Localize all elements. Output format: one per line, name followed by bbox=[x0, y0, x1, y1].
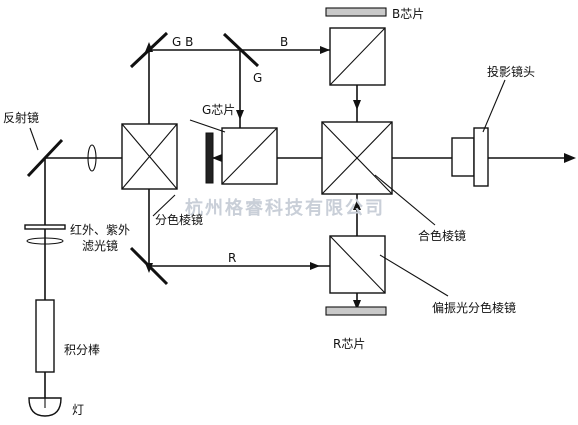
r-chip-assembly bbox=[325, 235, 387, 316]
arrow-b-down bbox=[353, 100, 361, 110]
label-pbs-prism: 偏振光分色棱镜 bbox=[432, 300, 516, 315]
b-chip-assembly bbox=[325, 7, 387, 86]
label-beam-gb: G B bbox=[172, 35, 193, 49]
label-ir-uv-filter-1: 红外、紫外 bbox=[70, 222, 130, 237]
label-integrator-rod: 积分棒 bbox=[64, 343, 100, 357]
mirror-g bbox=[222, 32, 260, 68]
label-reflector: 反射镜 bbox=[3, 110, 39, 125]
b-chip-shape bbox=[325, 7, 387, 17]
label-lamp: 灯 bbox=[72, 403, 84, 417]
r-chip-shape bbox=[325, 306, 387, 316]
arrow-g-left bbox=[212, 154, 222, 162]
arrow-g-down bbox=[236, 110, 244, 120]
arrow-r-up bbox=[353, 200, 361, 210]
label-beam-r: R bbox=[228, 251, 236, 265]
g-chip-shape bbox=[205, 132, 214, 184]
lamp-shape bbox=[28, 397, 62, 417]
dichroic-prism-shape bbox=[121, 123, 178, 190]
g-chip-assembly bbox=[205, 127, 278, 185]
arrow-r-down-chip bbox=[353, 300, 361, 310]
reflector-mirror bbox=[26, 138, 64, 178]
label-beam-b: B bbox=[280, 35, 288, 49]
label-g-chip: G芯片 bbox=[202, 103, 235, 117]
mirror-gb bbox=[129, 31, 169, 69]
integrator-rod-shape bbox=[35, 299, 55, 373]
arrow-output bbox=[564, 153, 576, 163]
arrow-b bbox=[320, 46, 330, 54]
combining-prism-shape bbox=[321, 121, 393, 195]
condenser-lens bbox=[87, 144, 97, 172]
label-b-chip: B芯片 bbox=[392, 7, 424, 21]
ir-uv-filter bbox=[24, 224, 66, 245]
arrow-r bbox=[310, 262, 320, 270]
label-beam-g: G bbox=[253, 71, 262, 85]
leader-lines bbox=[29, 79, 506, 297]
mirrors bbox=[26, 31, 260, 286]
label-ir-uv-filter-2: 滤光镜 bbox=[82, 238, 118, 253]
label-r-chip: R芯片 bbox=[333, 337, 365, 351]
filter-lens bbox=[26, 237, 64, 245]
watermark: 杭州格睿科技有限公司 bbox=[185, 197, 385, 219]
mirror-r bbox=[129, 246, 169, 286]
label-projection-lens: 投影镜头 bbox=[487, 64, 535, 79]
projection-lens-shape bbox=[451, 127, 489, 187]
label-dichroic-prism: 分色棱镜 bbox=[155, 212, 203, 227]
label-combining-prism: 合色棱镜 bbox=[418, 228, 466, 243]
filter-plate bbox=[24, 224, 66, 230]
